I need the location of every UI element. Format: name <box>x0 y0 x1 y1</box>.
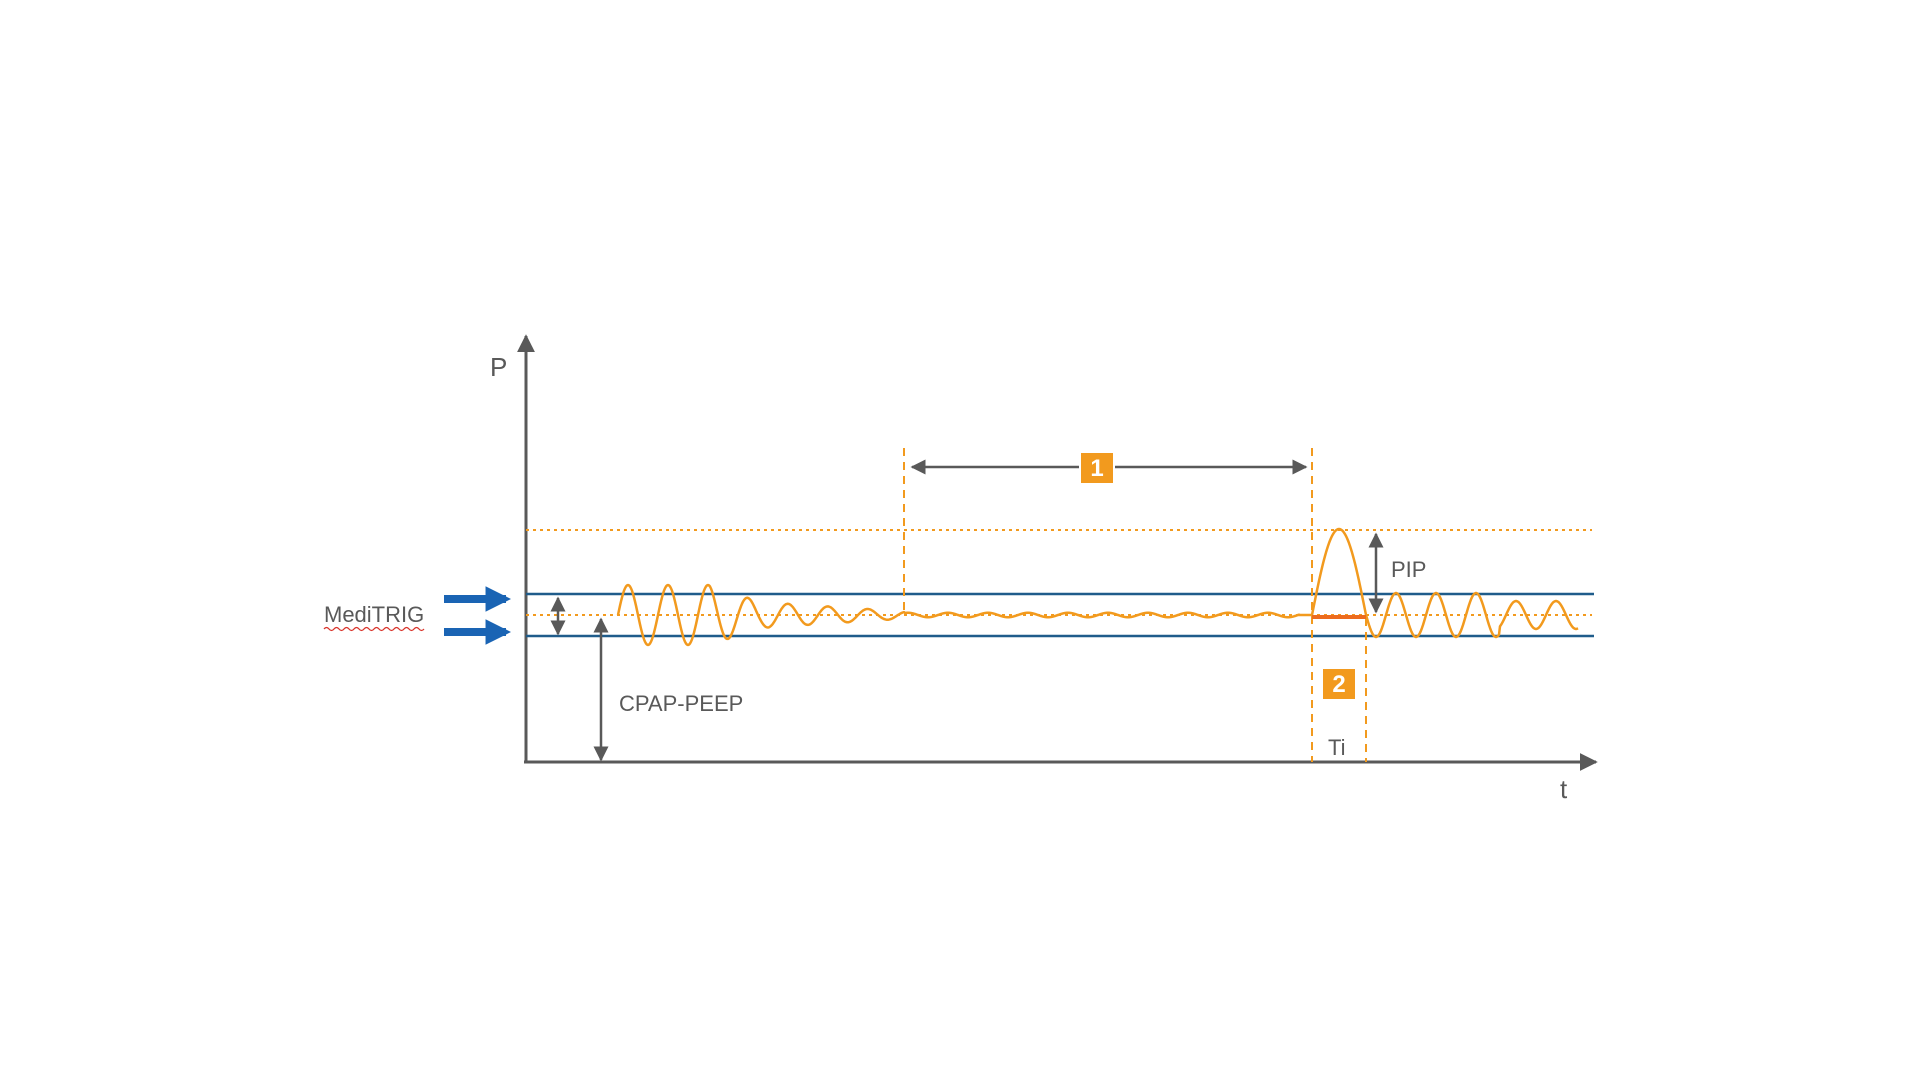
x-axis-label: t <box>1560 774 1568 804</box>
badge-interval-number: 1 <box>1090 455 1103 482</box>
pip-label: PIP <box>1391 557 1426 582</box>
ti-label: Ti <box>1328 735 1346 760</box>
meditrig-label: MediTRIG <box>324 602 424 627</box>
double-right-arrow-icon <box>444 586 512 645</box>
pressure-waveform <box>616 527 1579 647</box>
y-axis-label: P <box>490 352 507 382</box>
badge-inspiratory-time: 2 <box>1321 667 1357 701</box>
cpap-peep-label: CPAP-PEEP <box>619 691 743 716</box>
spellcheck-underline <box>323 626 425 632</box>
badge-inspiratory-number: 2 <box>1332 671 1345 698</box>
badge-interval: 1 <box>1079 451 1115 485</box>
